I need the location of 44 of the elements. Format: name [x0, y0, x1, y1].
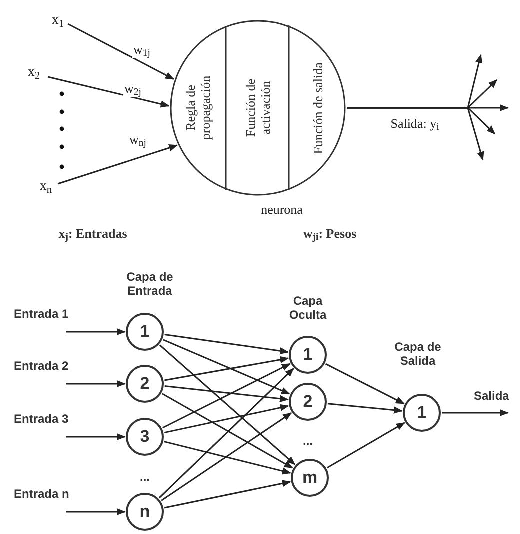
- arrow: [164, 480, 292, 509]
- arrow: [162, 393, 294, 469]
- arrow: [162, 363, 291, 429]
- arrow: [66, 508, 126, 516]
- node-caption: neurona: [261, 201, 303, 219]
- arrow: [163, 339, 290, 395]
- arrow: [164, 334, 290, 355]
- legend-text: x$_{j}$: Entradas: [58, 225, 128, 244]
- arrow: [325, 363, 405, 405]
- input-label: Entrada n: [14, 486, 90, 502]
- function-label: Función de salida: [310, 52, 325, 164]
- arrow: [442, 409, 509, 417]
- arrow: [58, 144, 178, 185]
- output-label: Salida: [474, 388, 520, 404]
- arrow: [161, 412, 292, 502]
- function-label: Función de activación: [242, 52, 272, 164]
- arrow: [68, 23, 175, 80]
- arrow: [164, 441, 292, 475]
- edge-label: Salida: y$_{i}$: [390, 116, 440, 132]
- input-label: Entrada 2: [14, 358, 90, 374]
- arrow: [66, 380, 126, 388]
- neuron-circle: [170, 20, 346, 196]
- ellipsis-text: ...: [302, 433, 314, 450]
- input-label: Entrada 1: [14, 306, 90, 322]
- layer-heading: Capa de Entrada: [126, 270, 174, 298]
- input-label: x$_{n}$: [34, 178, 58, 198]
- function-label: Regla de propagación: [183, 52, 213, 164]
- arrow: [160, 344, 296, 466]
- arrow: [347, 107, 484, 161]
- arrow: [48, 76, 170, 108]
- layer-heading: Capa de Salida: [394, 340, 442, 368]
- input-label: x$_{2}$: [20, 64, 48, 84]
- arrow: [66, 328, 126, 336]
- arrow: [164, 404, 290, 434]
- ellipsis-text: ...: [138, 469, 151, 486]
- arrow: [164, 356, 290, 382]
- arrow: [164, 385, 289, 402]
- input-label: x$_{1}$: [48, 12, 68, 32]
- arrow: [66, 433, 126, 441]
- arrow: [328, 403, 403, 414]
- layer-heading: Capa Oculta: [288, 294, 328, 322]
- legend-text: w$_{ji}$: Pesos: [302, 225, 358, 244]
- arrow: [158, 368, 294, 499]
- input-label: Entrada 3: [14, 411, 90, 427]
